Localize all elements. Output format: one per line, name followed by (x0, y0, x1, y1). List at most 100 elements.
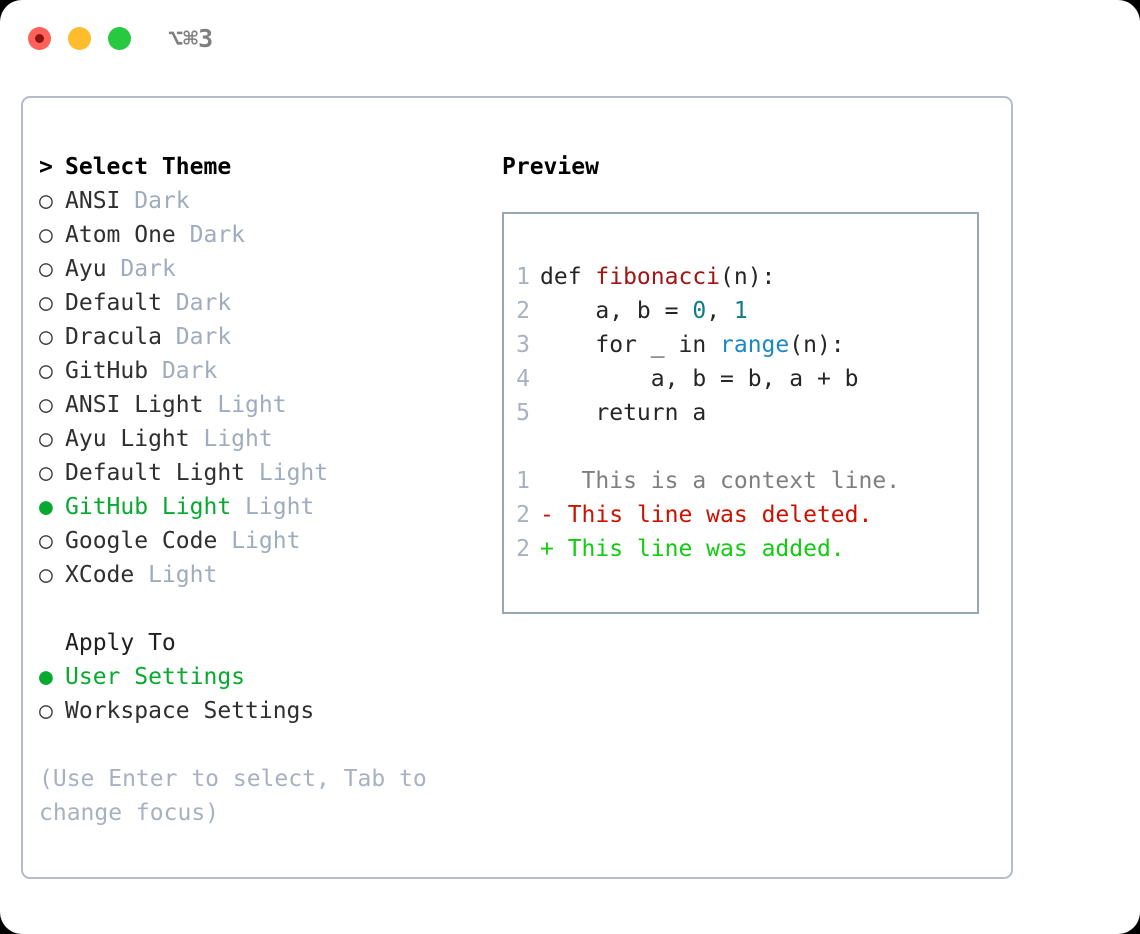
diff-text: This line was deleted. (553, 502, 873, 528)
theme-variant-badge: Light (203, 426, 273, 452)
code-token-plain: return a (540, 400, 707, 426)
apply-to-header: ·Apply To (39, 626, 489, 660)
theme-option-label: GitHub Light (65, 494, 232, 520)
apply-to-label: Apply To (65, 630, 176, 656)
label-gap (217, 524, 231, 558)
radio-unselected-icon[interactable]: ○ (39, 460, 53, 486)
apply-to-option-user-settings[interactable]: ● User Settings (39, 660, 489, 694)
theme-option-ayu-light[interactable]: ○Ayu Light Light (39, 422, 489, 456)
theme-option-label: Default Light (65, 460, 246, 486)
code-token-plain: , (706, 298, 734, 324)
code-line: 5 return a (504, 396, 977, 430)
diff-line-added: 2+ This line was added. (504, 532, 977, 566)
theme-option-label: ANSI (65, 188, 121, 214)
theme-option-xcode[interactable]: ○ XCode Light (39, 558, 489, 592)
diff-line-body: This is a context line. (540, 464, 901, 498)
apply-to-option-label: User Settings (65, 664, 246, 690)
code-token-plain: (n): (720, 264, 776, 290)
close-button-icon[interactable] (28, 27, 51, 50)
theme-option-github[interactable]: ○GitHub Dark (39, 354, 489, 388)
label-gap (107, 252, 121, 286)
theme-variant-badge: Dark (120, 256, 176, 282)
label-gap (203, 388, 217, 422)
theme-option-default-light[interactable]: ○Default Light Light (39, 456, 489, 490)
window-titlebar: ⌥⌘3 (0, 0, 1140, 78)
diff-line-number: 1 (516, 468, 530, 494)
radio-unselected-icon[interactable]: ○ (39, 188, 53, 214)
theme-option-atom-one[interactable]: ○Atom One Dark (39, 218, 489, 252)
diff-sample: 1 This is a context line. 2 - This line wa… (504, 464, 977, 566)
theme-option-label: XCode (65, 562, 135, 588)
code-token-plain: (n): (789, 332, 845, 358)
radio-unselected-icon[interactable]: ○ (39, 392, 53, 418)
radio-unselected-icon[interactable]: ○ (39, 324, 53, 350)
select-theme-header: > Select Theme (39, 150, 489, 184)
radio-unselected-icon[interactable]: ○ (39, 358, 53, 384)
code-line-number: 3 (516, 332, 530, 358)
code-line-text: return a (540, 396, 706, 430)
code-line-number: 5 (516, 400, 530, 426)
diff-line-deleted: 2 - This line was deleted. (504, 498, 977, 532)
radio-unselected-icon[interactable]: ○ (39, 290, 53, 316)
code-token-call: range (720, 332, 790, 358)
code-diff-separator (504, 430, 977, 464)
theme-selector-panel: >Select Theme ○ANSI Dark○Atom One Dark○A… (21, 96, 1013, 879)
minimize-button-icon[interactable] (68, 27, 91, 50)
theme-option-label: Atom One (65, 222, 176, 248)
label-gap (162, 286, 176, 320)
diff-text: This line was added. (553, 536, 845, 562)
code-line-text: def fibonacci(n): (540, 260, 775, 294)
theme-option-label: Default (65, 290, 162, 316)
radio-unselected-icon[interactable]: ○ (39, 426, 53, 452)
apply-to-option-workspace-settings[interactable]: ○Workspace Settings (39, 694, 489, 728)
theme-option-label: GitHub (65, 358, 149, 384)
theme-variant-badge: Light (148, 562, 218, 588)
theme-variant-badge: Light (245, 494, 315, 520)
theme-option-default[interactable]: ○Default Dark (39, 286, 489, 320)
theme-option-google-code[interactable]: ○Google Code Light (39, 524, 489, 558)
theme-option-ansi[interactable]: ○ANSI Dark (39, 184, 489, 218)
theme-list-column: >Select Theme ○ANSI Dark○Atom One Dark○A… (39, 150, 489, 830)
diff-line-number: 2 (516, 502, 530, 528)
preview-title: Preview (502, 154, 599, 180)
label-gap (120, 184, 134, 218)
apply-to-option-list: ● User Settings ○Workspace Settings (39, 660, 489, 728)
list-spacer (39, 592, 489, 626)
diff-sign: + (540, 536, 554, 562)
theme-variant-badge: Dark (175, 324, 232, 350)
label-gap (134, 558, 148, 592)
theme-option-ansi-light[interactable]: ○ANSI Light Light (39, 388, 489, 422)
maximize-button-icon[interactable] (108, 27, 131, 50)
select-theme-label: Select Theme (65, 154, 232, 180)
diff-text: This is a context line. (553, 468, 901, 494)
keyboard-shortcut-label: ⌥⌘3 (168, 24, 214, 53)
radio-unselected-icon[interactable]: ○ (39, 222, 53, 248)
code-token-num: 0 (692, 298, 707, 324)
label-gap (162, 320, 176, 354)
code-token-num: 1 (733, 298, 748, 324)
prompt-caret-icon: > (39, 154, 53, 180)
theme-option-github-light[interactable]: ● GitHub Light Light (39, 490, 489, 524)
code-line-number: 4 (516, 366, 530, 392)
code-token-plain: def (540, 264, 596, 290)
radio-selected-icon[interactable]: ● (39, 664, 53, 690)
radio-unselected-icon[interactable]: ○ (39, 528, 53, 554)
radio-unselected-icon[interactable]: ○ (39, 562, 53, 588)
diff-line-body: + This line was added. (540, 532, 845, 566)
label-gap (231, 490, 245, 524)
radio-unselected-icon[interactable]: ○ (39, 256, 53, 282)
radio-selected-icon[interactable]: ● (39, 494, 53, 520)
radio-unselected-icon[interactable]: ○ (39, 698, 53, 724)
code-token-plain: for _ in (540, 332, 721, 358)
theme-option-ayu[interactable]: ○Ayu Dark (39, 252, 489, 286)
code-token-plain: a, b = b, a + b (540, 366, 859, 392)
theme-option-dracula[interactable]: ○Dracula Dark (39, 320, 489, 354)
label-gap (176, 218, 190, 252)
diff-line-body: - This line was deleted. (540, 498, 872, 532)
keyboard-hint-text: (Use Enter to select, Tab to change focu… (39, 766, 427, 826)
